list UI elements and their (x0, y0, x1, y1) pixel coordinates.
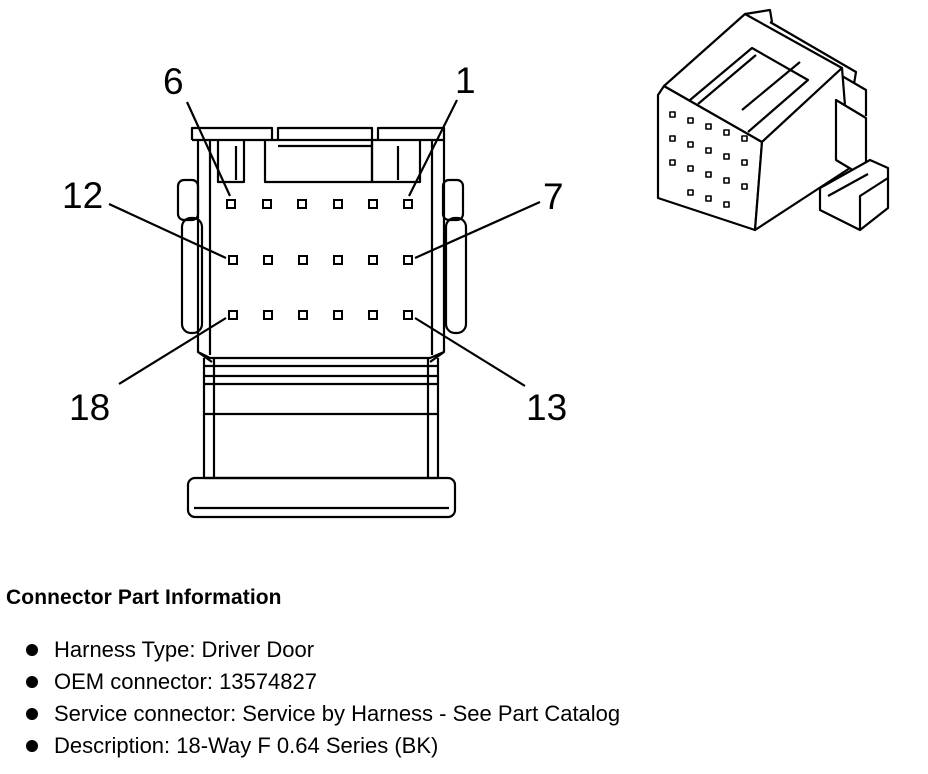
connector-face-view (176, 126, 468, 519)
pin-cavity-8 (368, 255, 378, 265)
pin-cavity-11 (263, 255, 273, 265)
bullet-icon (26, 676, 38, 688)
pin-label-6: 6 (163, 61, 184, 102)
bullet-icon (26, 740, 38, 752)
pin-cavity-4 (297, 199, 307, 209)
pin-cavity-14 (368, 310, 378, 320)
info-item-text: Service connector: Service by Harness - … (54, 701, 621, 726)
info-item-text: OEM connector: 13574827 (54, 669, 317, 694)
section-title: Connector Part Information (6, 586, 282, 609)
pin-cavity-grid (226, 199, 413, 320)
leader-line-13 (414, 317, 526, 387)
info-item-service-connector: Service connector: Service by Harness - … (6, 700, 906, 732)
pin-cavity-7 (403, 255, 413, 265)
leader-line-18 (118, 317, 227, 385)
pin-cavity-16 (298, 310, 308, 320)
bullet-icon (26, 644, 38, 656)
pin-label-1: 1 (455, 60, 476, 101)
leader-line-12 (108, 203, 227, 259)
pin-cavity-15 (333, 310, 343, 320)
leader-lines (108, 99, 541, 387)
pin-cavity-12 (228, 255, 238, 265)
info-item-description: Description: 18-Way F 0.64 Series (BK) (6, 732, 906, 764)
connector-diagram: 6 1 12 7 18 13 (62, 8, 890, 519)
info-item-text: Description: 18-Way F 0.64 Series (BK) (54, 733, 439, 758)
pin-cavity-3 (333, 199, 343, 209)
connector-part-information: Connector Part Information Harness Type:… (6, 586, 906, 764)
pin-cavity-18 (228, 310, 238, 320)
pin-cavity-1 (403, 199, 413, 209)
pin-label-12: 12 (62, 175, 103, 216)
leader-line-6 (185, 101, 232, 197)
pin-cavity-17 (263, 310, 273, 320)
pin-label-18: 18 (69, 387, 110, 428)
pin-cavity-2 (368, 199, 378, 209)
leader-line-1 (408, 99, 458, 197)
info-item-text: Harness Type: Driver Door (54, 637, 315, 662)
pin-label-13: 13 (526, 387, 567, 428)
pin-cavity-5 (262, 199, 272, 209)
bullet-icon (26, 708, 38, 720)
pin-cavity-6 (226, 199, 236, 209)
connector-isometric-view (656, 8, 890, 232)
info-list: Harness Type: Driver Door OEM connector:… (6, 636, 906, 764)
info-item-harness-type: Harness Type: Driver Door (6, 636, 906, 668)
leader-line-7 (414, 200, 541, 260)
pin-label-7: 7 (543, 176, 564, 217)
info-item-oem-connector: OEM connector: 13574827 (6, 668, 906, 700)
pin-cavity-10 (298, 255, 308, 265)
pin-cavity-9 (333, 255, 343, 265)
pin-cavity-13 (403, 310, 413, 320)
